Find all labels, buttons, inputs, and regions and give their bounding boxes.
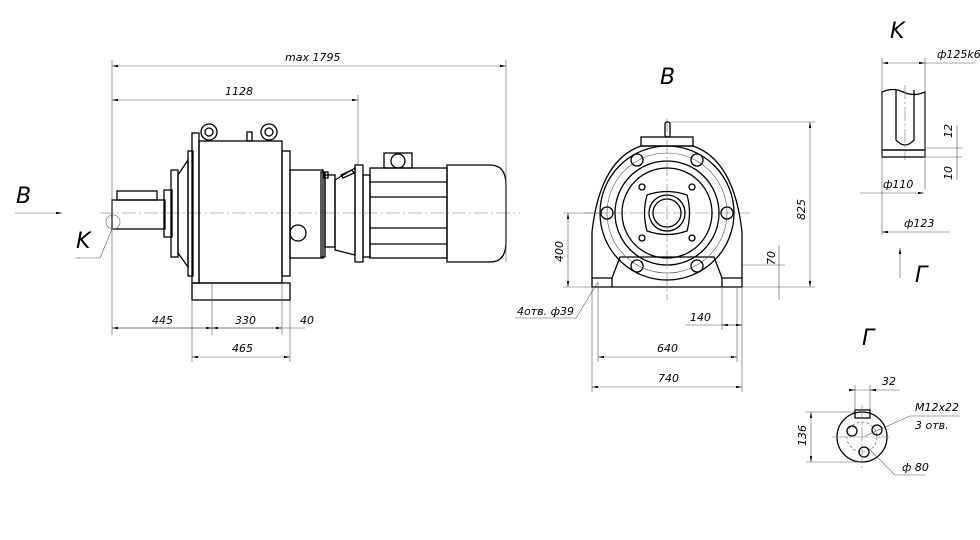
dim-12: 12 bbox=[942, 124, 955, 138]
view-marker-k: K bbox=[76, 229, 92, 254]
dim-140: 140 bbox=[690, 311, 711, 324]
dim-110: ф110 bbox=[883, 178, 913, 191]
front-view: B 825 70 400 bbox=[515, 65, 815, 392]
dim-m12x22: M12x22 bbox=[915, 401, 959, 414]
view-k-title: K bbox=[890, 19, 906, 44]
drain-plug bbox=[289, 224, 307, 242]
dim-40: 40 bbox=[300, 314, 314, 327]
dim-123: ф123 bbox=[904, 217, 934, 230]
dim-1128: 1128 bbox=[225, 85, 253, 98]
dim-overall-length: max 1795 bbox=[285, 51, 340, 64]
dim-32: 32 bbox=[882, 375, 896, 388]
fan-cover bbox=[446, 164, 507, 263]
side-view: B K max 1795 1128 445 330 40 465 bbox=[15, 51, 520, 362]
dim-10: 10 bbox=[942, 166, 955, 180]
detail-k-circle bbox=[105, 214, 121, 230]
dim-640: 640 bbox=[657, 342, 678, 355]
foot bbox=[191, 282, 291, 301]
dim-3-holes: 3 отв. bbox=[915, 419, 949, 432]
shaft-detail-k: K ф125k6 12 10 ф110 ф123 Г bbox=[860, 19, 980, 288]
view-g-title: Г bbox=[862, 326, 876, 351]
gearbox-body bbox=[198, 140, 283, 284]
terminal-box bbox=[383, 152, 413, 169]
dim-330: 330 bbox=[235, 314, 256, 327]
dim-465: 465 bbox=[232, 342, 253, 355]
end-detail-g: Г 32 136 M12x22 3 отв. ф 80 bbox=[796, 326, 960, 476]
dim-125k6: ф125k6 bbox=[937, 48, 980, 61]
dim-740: 740 bbox=[658, 372, 679, 385]
view-b-title: B bbox=[660, 65, 675, 90]
dim-136: 136 bbox=[796, 425, 809, 446]
dim-holes: 4отв. ф39 bbox=[517, 305, 574, 318]
dim-400: 400 bbox=[553, 241, 566, 262]
view-marker-b: B bbox=[16, 184, 31, 209]
dim-825: 825 bbox=[795, 199, 808, 220]
dim-80: ф 80 bbox=[902, 461, 929, 474]
dim-445: 445 bbox=[152, 314, 173, 327]
view-marker-g: Г bbox=[915, 263, 929, 288]
dim-70: 70 bbox=[765, 251, 778, 265]
housing-outline bbox=[591, 145, 743, 288]
